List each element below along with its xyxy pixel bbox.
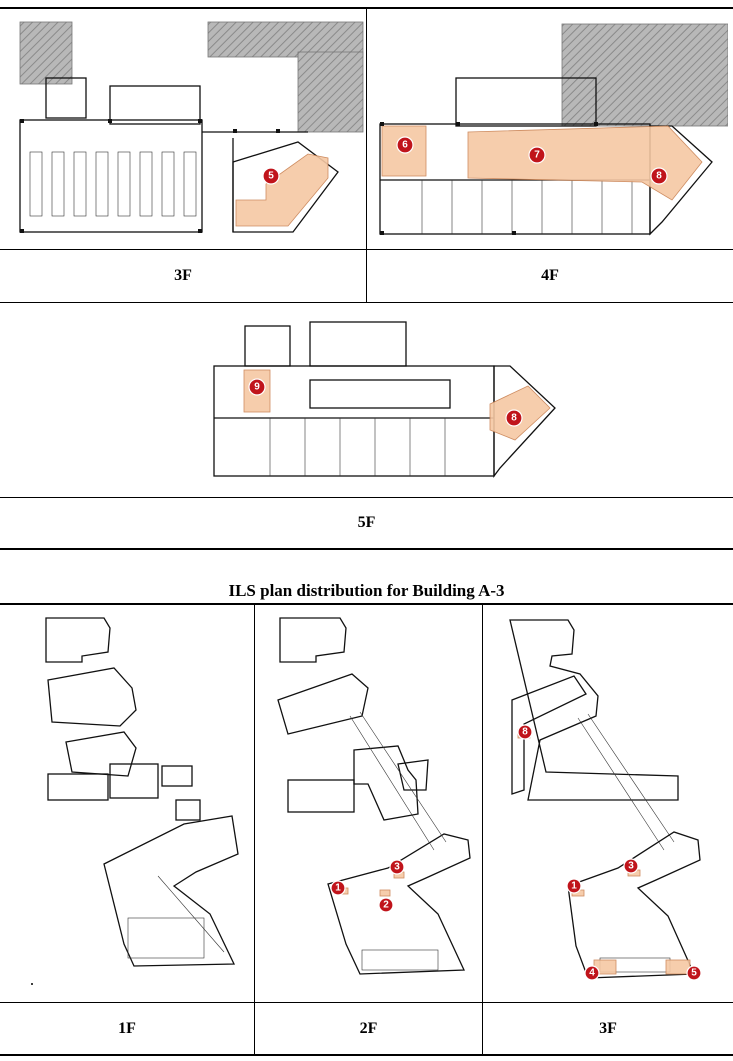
floor-plan-a3-2f: 1 2 3 (277, 617, 471, 975)
ils-zone-7-8 (467, 125, 703, 201)
label-4f: 4F (541, 267, 559, 284)
label-3f: 3F (174, 267, 192, 284)
column-divider (482, 604, 483, 1056)
marker-2: 2 (378, 897, 394, 913)
table-middle-divider (366, 7, 367, 302)
ils-zone-5 (235, 153, 329, 227)
table-row-divider (0, 249, 733, 250)
hatched-block (561, 23, 728, 127)
marker-8: 8 (517, 724, 533, 740)
svg-text:5: 5 (691, 968, 697, 979)
svg-text:6: 6 (402, 140, 408, 151)
svg-text:1: 1 (335, 883, 341, 894)
hatched-block (19, 21, 73, 85)
table-caption: ILS plan distribution for Building A-3 (228, 581, 505, 600)
svg-text:9: 9 (254, 382, 260, 393)
label-a3-1f: 1F (118, 1020, 136, 1037)
marker-8: 8 (505, 409, 523, 427)
svg-text:2: 2 (383, 900, 389, 911)
floor-plan-a3-1f (31, 617, 239, 985)
svg-text:8: 8 (656, 171, 662, 182)
column-divider (254, 604, 255, 1056)
marker-1: 1 (330, 880, 346, 896)
marker-5: 5 (262, 167, 280, 185)
svg-text:3: 3 (628, 861, 634, 872)
svg-text:1: 1 (571, 881, 577, 892)
label-5f: 5F (357, 514, 376, 531)
table-row-divider (0, 497, 733, 498)
marker-4: 4 (584, 965, 600, 981)
marker-9: 9 (248, 378, 266, 396)
marker-7: 7 (528, 146, 546, 164)
marker-3: 3 (389, 859, 405, 875)
floor-plan-5f: 9 8 (213, 321, 556, 478)
table-bottom-border (0, 548, 733, 550)
marker-5: 5 (686, 965, 702, 981)
desk-rows (29, 151, 197, 217)
label-a3-2f: 2F (359, 1020, 378, 1037)
floor-plan-3f: 5 (19, 21, 364, 233)
svg-text:4: 4 (589, 968, 595, 979)
label-a3-3f: 3F (599, 1020, 617, 1037)
marker-3: 3 (623, 858, 639, 874)
marker-8: 8 (650, 167, 668, 185)
floor-plan-4f: 6 7 8 (379, 23, 728, 236)
floor-plan-a3-3f: 8 1 3 4 5 (509, 619, 702, 981)
marker-1: 1 (566, 878, 582, 894)
svg-text:5: 5 (268, 171, 274, 182)
svg-text:3: 3 (394, 862, 400, 873)
table-bottom-border (0, 1054, 733, 1056)
ils-zone-9 (243, 369, 271, 413)
table-row-divider (0, 302, 733, 303)
table-top-border (0, 603, 733, 605)
table-row-divider (0, 1002, 733, 1003)
svg-text:8: 8 (522, 727, 528, 738)
marker-6: 6 (396, 136, 414, 154)
hatched-block (207, 21, 364, 58)
hatched-block (297, 51, 364, 133)
svg-text:7: 7 (534, 150, 540, 161)
svg-text:8: 8 (511, 413, 517, 424)
